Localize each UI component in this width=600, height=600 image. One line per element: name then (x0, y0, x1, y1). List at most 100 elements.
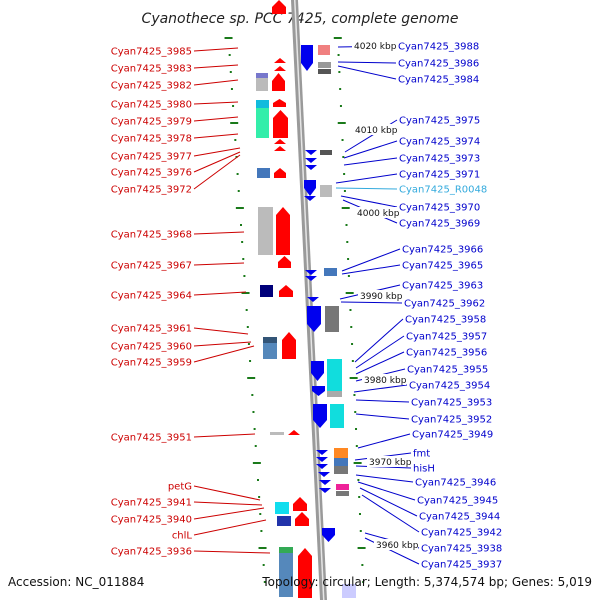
gene-label-right: Cyan7425_3962 (404, 299, 485, 310)
scale-tick (246, 326, 249, 328)
scale-tick (362, 581, 365, 583)
gene-label-left: petG (168, 482, 192, 493)
gene-label-left: Cyan7425_3936 (111, 547, 192, 558)
scale-tick (353, 394, 356, 396)
scale-tick (230, 122, 239, 124)
topology-text: Topology: circular; Length: 5,374,574 bp… (261, 575, 592, 589)
gene-block (336, 484, 349, 490)
gene-block (320, 185, 332, 197)
scale-tick (341, 139, 344, 141)
scale-tick (242, 258, 245, 260)
scale-tick (228, 54, 231, 56)
scale-tick (355, 428, 358, 430)
leader-line (193, 507, 265, 520)
kbp-label-bg (358, 290, 402, 301)
gene-features (256, 0, 356, 598)
gene-label-right: Cyan7425_3970 (399, 203, 480, 214)
gene-label-left: Cyan7425_3959 (111, 358, 192, 369)
gene-label-left: Cyan7425_3977 (111, 152, 192, 163)
gene-label-right: Cyan7425_3958 (405, 315, 486, 326)
scale-tick (358, 496, 361, 498)
scale-tick (351, 343, 354, 345)
leader-line (193, 485, 261, 501)
leader-line (193, 79, 239, 86)
gene-block (279, 547, 293, 597)
scale-tick (349, 309, 352, 311)
gene-block (256, 100, 269, 108)
leader-line (355, 351, 405, 375)
leader-line (193, 64, 239, 69)
scale-tick (257, 479, 259, 481)
scale-tick (259, 513, 262, 515)
leader-line (193, 154, 241, 190)
forward-gene-arrow (273, 99, 286, 107)
accession-text: Accession: NC_011884 (8, 575, 144, 589)
scale-tick (241, 241, 244, 243)
scale-tick (345, 292, 354, 294)
reverse-gene-arrow (316, 457, 328, 462)
forward-gene-arrow (276, 207, 290, 255)
gene-block (325, 306, 339, 332)
kbp-label-bg (374, 539, 418, 550)
scale-tick (359, 530, 362, 532)
leader-line (354, 318, 404, 363)
leader-line (343, 140, 398, 159)
scale-tick (358, 513, 361, 515)
gene-block (336, 491, 349, 496)
gene-block (320, 150, 332, 155)
scale-tick (349, 377, 358, 379)
gene-label-right: Cyan7425_R0048 (399, 185, 487, 196)
gene-block (256, 108, 269, 138)
scale-tick (337, 54, 340, 56)
kbp-label-bg (362, 374, 406, 385)
scale-tick (339, 105, 342, 107)
scale-tick (353, 462, 362, 464)
leader-line (361, 494, 420, 533)
forward-gene-arrow (293, 497, 307, 511)
reverse-gene-arrow (316, 450, 328, 455)
gene-block (277, 516, 291, 526)
forward-gene-arrow (274, 146, 286, 151)
leader-line (193, 147, 241, 157)
gene-label-right: Cyan7425_3984 (398, 75, 479, 86)
gene-label-right: Cyan7425_3973 (399, 154, 480, 165)
kbp-label: 4010 kbp (355, 126, 398, 136)
forward-gene-arrow (274, 66, 286, 71)
gene-label-right: Cyan7425_3971 (399, 170, 480, 181)
leader-line (193, 291, 247, 296)
leader-line (193, 327, 249, 335)
scale-tick (361, 564, 364, 566)
gene-block (342, 584, 356, 598)
scale-tick (251, 394, 254, 396)
gene-block (263, 337, 277, 343)
scale-tick (234, 139, 237, 141)
gene-block (260, 285, 273, 297)
forward-gene-arrow (295, 512, 309, 526)
scale-tick (351, 360, 354, 362)
leader-line (337, 61, 397, 64)
scale-tick (230, 88, 233, 90)
scale-tick (338, 71, 341, 73)
reverse-gene-arrow (319, 480, 331, 485)
reverse-gene-arrow (307, 297, 319, 302)
forward-gene-arrow (278, 256, 291, 268)
gene-label-right: Cyan7425_3955 (407, 365, 488, 376)
leader-line (355, 399, 410, 403)
scale-tick (229, 71, 232, 73)
forward-gene-arrow (274, 58, 286, 63)
leader-line (193, 550, 271, 554)
leader-line (343, 157, 398, 166)
gene-label-right: Cyan7425_3937 (421, 560, 502, 571)
scale-tick (253, 428, 256, 430)
scale-tick (260, 530, 263, 532)
gene-label-left: Cyan7425_3940 (111, 515, 192, 526)
gene-label-left: Cyan7425_3960 (111, 342, 192, 353)
leader-line (193, 262, 245, 266)
scale-tick (254, 445, 257, 447)
kbp-label: 3960 kbp (376, 541, 419, 551)
forward-gene-arrow (279, 285, 293, 297)
gene-label-right: Cyan7425_3965 (402, 261, 483, 272)
gene-block (318, 69, 331, 74)
leader-line (193, 231, 245, 235)
